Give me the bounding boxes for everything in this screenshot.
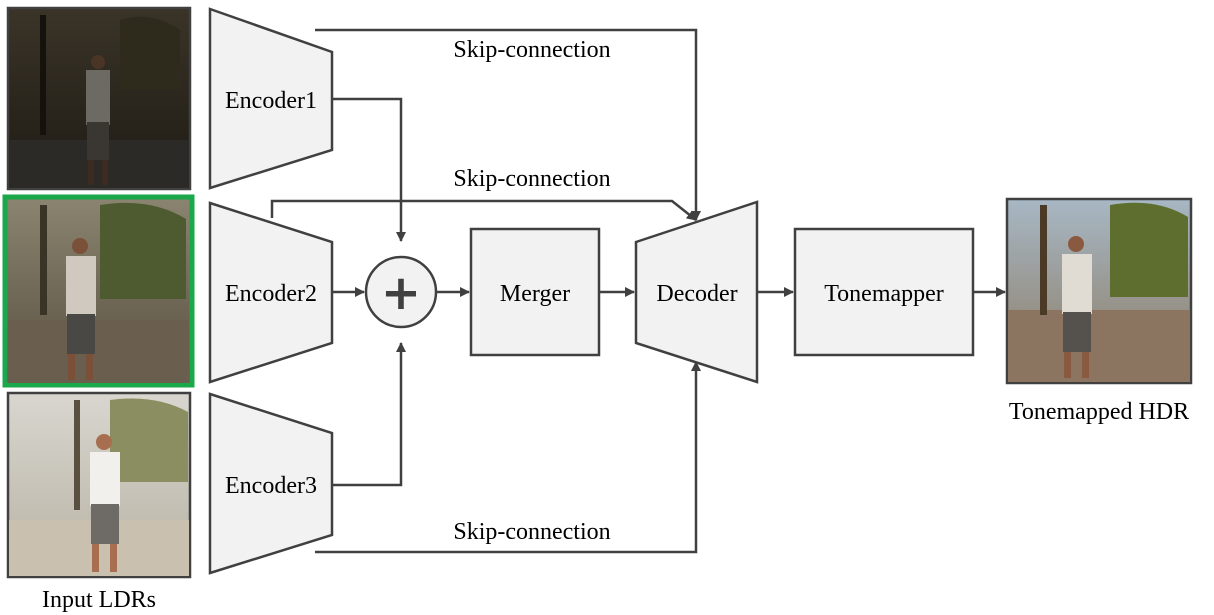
encoder3-label: Encoder3 xyxy=(225,473,317,499)
ldr-reference-exposure-image xyxy=(2,194,195,388)
skip-connection-top-label: Skip-connection xyxy=(453,37,610,63)
encoder2-label: Encoder2 xyxy=(225,281,317,307)
skip-connection-bottom-label: Skip-connection xyxy=(453,519,610,545)
encoder3-block: Encoder3 xyxy=(208,392,334,575)
tonemapper-block: Tonemapper xyxy=(793,227,975,357)
decoder-label: Decoder xyxy=(656,281,737,307)
encoder1-to-fusion-arrow xyxy=(332,97,406,242)
ldr-short-exposure-image xyxy=(6,6,192,191)
encoder1-label: Encoder1 xyxy=(225,88,317,114)
fusion-add-node: + xyxy=(364,255,438,329)
merger-block: Merger xyxy=(469,227,601,357)
plus-icon: + xyxy=(381,265,421,321)
skip-connection-middle-label: Skip-connection xyxy=(453,166,610,192)
skip-connection-bottom-line xyxy=(315,361,701,554)
ldr-long-exposure-image xyxy=(6,391,192,579)
decoder-block: Decoder xyxy=(634,200,759,384)
hdr-output-image xyxy=(1005,197,1193,385)
encoder1-block: Encoder1 xyxy=(208,7,334,190)
tonemapper-label: Tonemapper xyxy=(824,281,944,307)
encoder3-to-fusion-arrow xyxy=(332,342,406,487)
encoder2-block: Encoder2 xyxy=(208,201,334,384)
skip-connection-top-line xyxy=(315,28,701,221)
skip-connection-middle-line xyxy=(270,199,697,221)
input-ldrs-label: Input LDRs xyxy=(42,587,156,613)
tonemapped-hdr-label: Tonemapped HDR xyxy=(1009,399,1189,425)
merger-label: Merger xyxy=(500,281,570,307)
